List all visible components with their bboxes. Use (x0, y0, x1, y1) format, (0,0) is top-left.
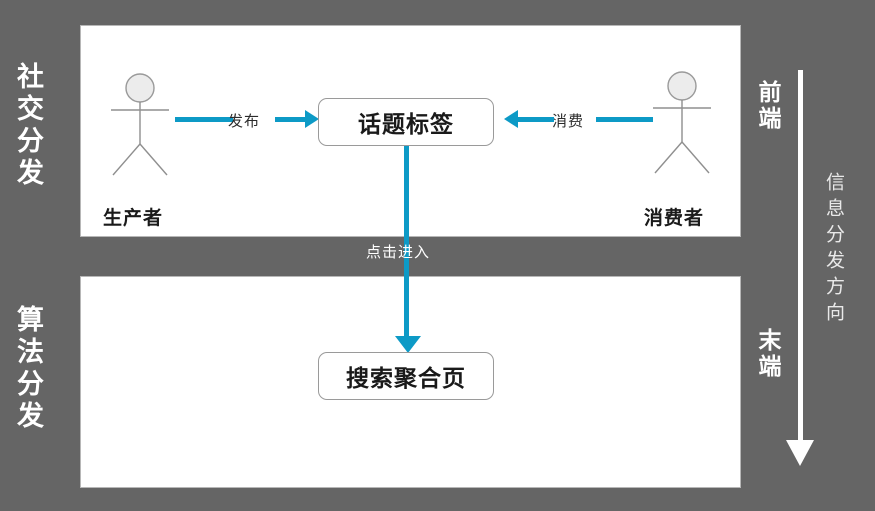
band-label-algorithmic-distribution: 算法分发 (13, 305, 43, 433)
direction-arrow-head-icon (786, 440, 814, 466)
node-topic-tag[interactable]: 话题标签 (318, 98, 494, 146)
edge-consume-segment-right (596, 117, 653, 122)
actor-label-producer: 生产者 (103, 208, 164, 229)
node-search-aggregation-page[interactable]: 搜索聚合页 (318, 352, 494, 400)
edge-publish-segment-right (275, 117, 308, 122)
edge-click-through-shaft (404, 146, 409, 342)
edge-consume-segment-left (518, 117, 554, 122)
actor-label-consumer: 消费者 (644, 208, 705, 229)
tier-label-front-end: 前端 (755, 80, 781, 132)
stick-figure-producer-icon (111, 73, 169, 176)
edge-label-consume: 消费 (552, 113, 585, 130)
band-label-social-distribution: 社交分发 (13, 62, 43, 190)
stick-figure-consumer-icon (653, 71, 711, 174)
direction-arrow-shaft (798, 70, 803, 442)
tier-label-tail-end: 末端 (755, 328, 781, 380)
edge-publish-segment-left (175, 117, 233, 122)
edge-publish-arrowhead-icon (305, 110, 319, 128)
edge-click-through-arrowhead-icon (395, 336, 421, 353)
edge-label-click-through: 点击进入 (366, 244, 431, 261)
direction-label-information-flow: 信息分发方向 (823, 172, 844, 328)
edge-label-publish: 发布 (228, 113, 261, 130)
edge-consume-arrowhead-icon (504, 110, 518, 128)
